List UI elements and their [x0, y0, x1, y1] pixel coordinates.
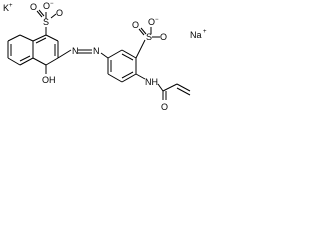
structure-drawing: K + Na + S O O O − OH N N S O O O − NH O — [3, 1, 207, 112]
sodium-label: Na — [190, 30, 202, 40]
sulfonate-group-1 — [36, 9, 57, 35]
carbonyl-o-label: O — [161, 102, 168, 112]
naphthalene-left-ring — [7, 34, 34, 66]
azo-n-1-label: N — [72, 46, 79, 56]
oxide-o-1-charge: − — [50, 1, 54, 7]
potassium-charge: + — [9, 3, 13, 9]
naphthalene-right-ring — [32, 34, 59, 66]
benzene-ring — [107, 49, 137, 83]
hydroxyl-label: OH — [42, 75, 56, 85]
sulfonyl-o-2b-label: O — [160, 32, 167, 42]
acrylamide-group — [135, 73, 191, 100]
sulfur-1-label: S — [43, 17, 49, 27]
oxide-o-2-label: O — [148, 17, 155, 27]
potassium-label: K — [3, 3, 9, 13]
sulfonyl-o-1b-label: O — [56, 8, 63, 18]
amide-nh-label: NH — [145, 77, 158, 87]
sulfonate-group-2 — [135, 27, 160, 59]
sulfonyl-o-2a-label: O — [132, 20, 139, 30]
sulfur-2-label: S — [146, 32, 152, 42]
oxide-o-1-label: O — [43, 1, 50, 11]
chemical-structure: K + Na + S O O O − OH N N S O O O − NH O — [0, 0, 222, 118]
azo-n-2-label: N — [93, 46, 100, 56]
sulfonyl-o-1a-label: O — [30, 2, 37, 12]
sodium-charge: + — [203, 29, 207, 35]
oxide-o-2-charge: − — [155, 17, 159, 23]
azo-linkage — [57, 49, 109, 59]
